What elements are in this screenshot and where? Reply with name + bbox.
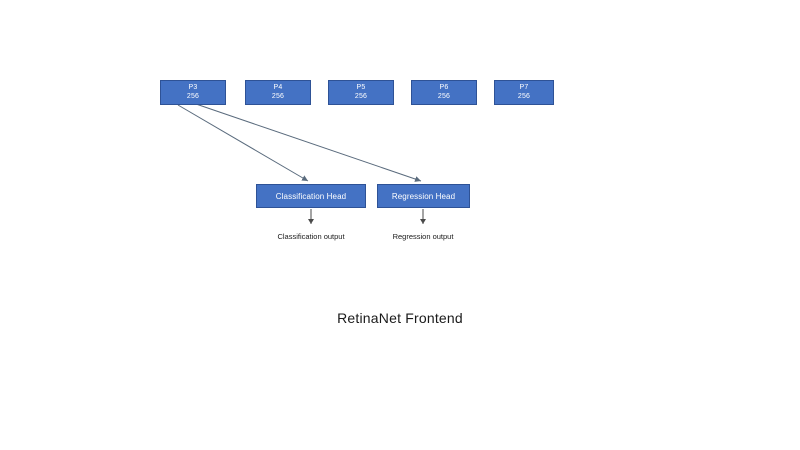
classification-output-label: Classification output <box>277 232 345 241</box>
regression-head-label: Regression Head <box>391 191 456 201</box>
pyramid-level-label: P7 <box>519 83 529 91</box>
pyramid-level-label: P5 <box>356 83 366 91</box>
pyramid-channels-label: 256 <box>186 92 200 100</box>
regression-head-box[interactable]: Regression Head <box>377 184 470 208</box>
pyramid-level-label: P3 <box>188 83 198 91</box>
connector-p3-to-classification-head <box>177 104 309 182</box>
connector-p3-to-regression-head <box>195 103 422 182</box>
pyramid-channels-label: 256 <box>354 92 368 100</box>
pyramid-level-label: P4 <box>273 83 283 91</box>
pyramid-channels-label: 256 <box>271 92 285 100</box>
pyramid-level-box-p3[interactable]: P3 256 <box>160 80 226 105</box>
pyramid-channels-label: 256 <box>437 92 451 100</box>
pyramid-level-label: P6 <box>439 83 449 91</box>
pyramid-level-box-p7[interactable]: P7 256 <box>494 80 554 105</box>
pyramid-level-box-p4[interactable]: P4 256 <box>245 80 311 105</box>
regression-output-label: Regression output <box>392 232 454 241</box>
pyramid-channels-label: 256 <box>517 92 531 100</box>
pyramid-level-box-p6[interactable]: P6 256 <box>411 80 477 105</box>
classification-head-label: Classification Head <box>275 191 347 201</box>
classification-head-box[interactable]: Classification Head <box>256 184 366 208</box>
pyramid-level-box-p5[interactable]: P5 256 <box>328 80 394 105</box>
diagram-title: RetinaNet Frontend <box>337 310 463 326</box>
